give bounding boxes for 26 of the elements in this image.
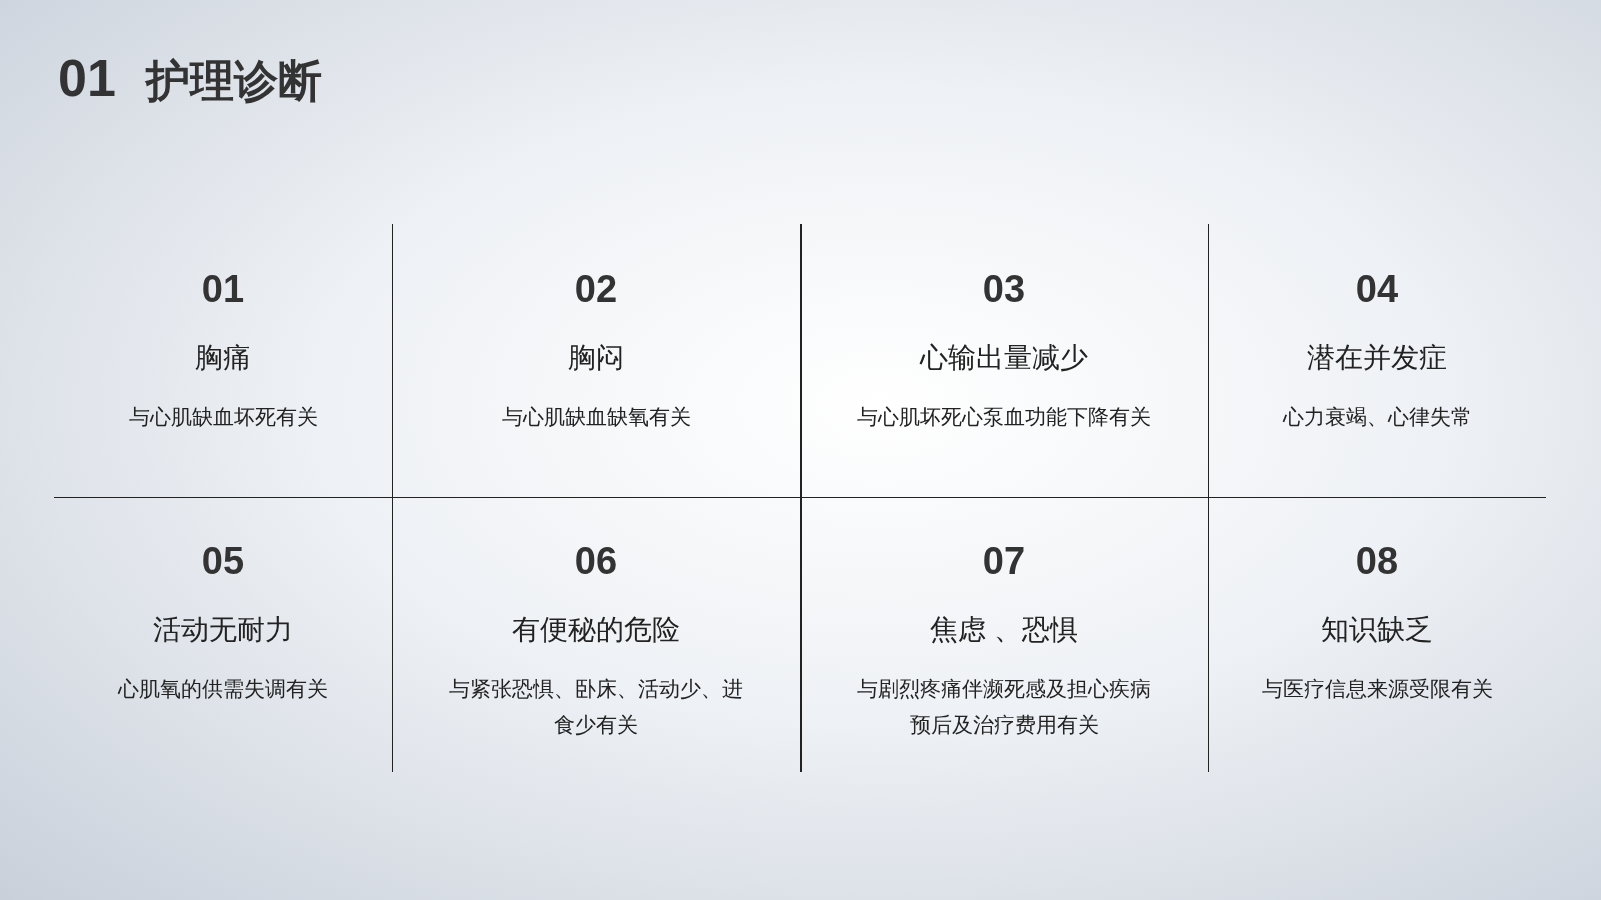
diagnosis-heading: 焦虑 、恐惧 [928,612,1080,648]
diagnosis-heading: 潜在并发症 [1306,340,1448,376]
diagnosis-description: 心力衰竭、心律失常 [1281,404,1473,431]
diagnosis-description: 与心肌缺血坏死有关 [127,404,319,431]
item-number: 04 [1354,268,1400,311]
item-number: 01 [200,268,246,311]
item-number: 06 [573,540,619,583]
diagnosis-heading: 知识缺乏 [1320,612,1434,648]
diagnosis-description: 与心肌缺血缺氧有关 [500,404,692,431]
diagnosis-heading: 有便秘的危险 [511,612,681,648]
diagnosis-heading: 胸痛 [194,340,252,376]
item-number: 07 [981,540,1027,583]
item-number: 05 [200,540,246,583]
slide-title: 护理诊断 [145,54,322,108]
item-number: 08 [1354,540,1400,583]
diagnosis-description: 与心肌坏死心泵血功能下降有关 [856,404,1152,431]
diagnosis-heading: 活动无耐力 [152,612,294,648]
diagnosis-heading: 心输出量减少 [918,340,1089,376]
item-number: 03 [981,268,1027,311]
section-number: 01 [58,48,116,108]
diagnosis-heading: 胸闷 [567,340,625,376]
diagnosis-description: 心肌氧的供需失调有关 [116,676,329,703]
diagnosis-description: 与医疗信息来源受限有关 [1260,676,1494,703]
item-number: 02 [573,268,619,311]
diagnosis-description: 与剧烈疼痛伴濒死感及担心疾病预后及治疗费用有关 [856,676,1152,739]
diagnosis-description: 与紧张恐惧、卧床、活动少、进食少有关 [448,676,744,739]
